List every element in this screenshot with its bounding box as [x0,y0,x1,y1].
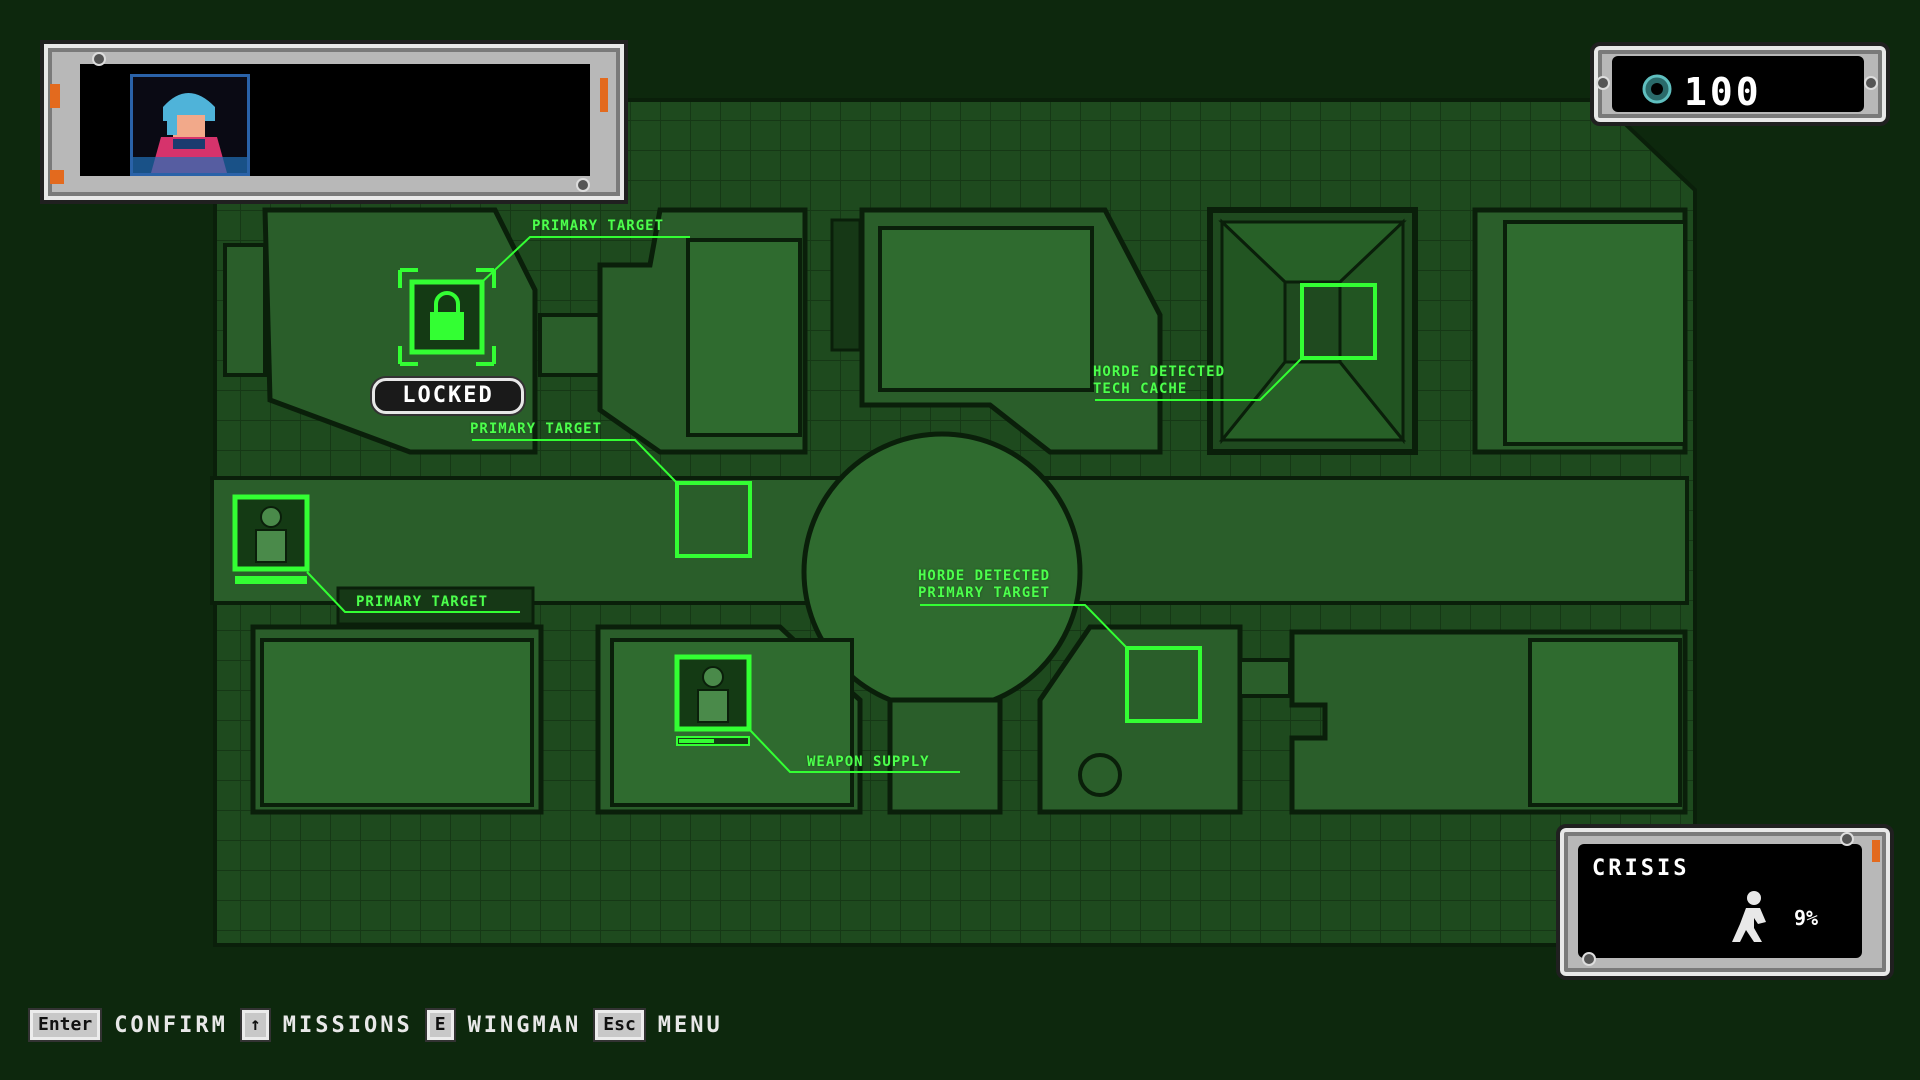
missions-label: MISSIONS [282,1012,413,1038]
crisis-panel: CRISIS 9% [1556,824,1894,980]
mission-marker-locked[interactable] [398,236,690,366]
label-horde-primary: HORDE DETECTED PRIMARY TARGET [918,568,1050,602]
crisis-value: 9% [1794,906,1819,930]
gear-coin-icon [1642,74,1672,104]
rivet [1840,832,1854,846]
wingman-label: WINGMAN [467,1012,582,1038]
pilot-portrait-icon [130,74,250,176]
room-6 [250,586,544,815]
lock-icon [430,291,464,340]
rivet [576,178,590,192]
mission-marker-corridor[interactable] [472,439,752,558]
label-primary-target-corridor: PRIMARY TARGET [470,421,603,437]
crisis-screen: CRISIS 9% [1578,844,1862,958]
mission-marker-weapon-supply[interactable] [674,654,960,773]
credits-value: 100 [1684,70,1762,114]
credits-panel: 100 [1590,42,1890,126]
enter-key[interactable]: Enter [30,1010,101,1040]
confirm-label: CONFIRM [114,1012,228,1038]
credits-screen: 100 [1612,56,1864,114]
pilot-panel [40,40,628,204]
label-primary-target-left: PRIMARY TARGET [356,594,489,610]
up-arrow-key[interactable]: ↑ [241,1010,269,1040]
panel-arrow-icon [50,170,64,184]
esc-key[interactable]: Esc [595,1010,644,1040]
room-stairs [1207,207,1418,455]
room-10 [1289,629,1688,815]
panel-accent-right [600,78,608,112]
label-tech-cache-text: TECH CACHE [1093,381,1188,397]
controls-bar: Enter CONFIRM ↑ MISSIONS E WINGMAN Esc M… [30,1008,737,1042]
mission-marker-horde-primary[interactable] [920,604,1202,723]
rivet [1582,952,1596,966]
rivet [92,52,106,66]
mission-marker-tech-cache[interactable] [1095,283,1377,401]
enemy-soldier-icon [255,506,287,563]
rivet [1864,76,1878,90]
running-figure-icon [1732,891,1766,942]
menu-label: MENU [657,1012,723,1038]
e-key[interactable]: E [426,1010,454,1040]
label-weapon-supply: WEAPON SUPPLY [807,754,930,770]
label-horde-detected: HORDE DETECTED [1093,364,1226,380]
room-2 [597,207,808,455]
rivet [1596,76,1610,90]
label-primary-target-locked: PRIMARY TARGET [532,218,665,234]
enemy-soldier-icon [697,666,729,723]
panel-accent [1872,840,1880,862]
crisis-label: CRISIS [1592,856,1690,881]
room-8 [887,697,1003,815]
pilot-avatar-icon [133,77,247,173]
mission-marker-corridor-left[interactable] [232,494,520,613]
locked-badge: LOCKED [372,378,524,414]
room-5 [1472,207,1688,455]
room-3 [830,207,1163,455]
label-primary-target-horde: PRIMARY TARGET [918,585,1051,601]
panel-accent [50,84,60,108]
label-tech-cache: HORDE DETECTED TECH CACHE [1093,364,1225,398]
label-horde-detected-2: HORDE DETECTED [918,568,1051,584]
